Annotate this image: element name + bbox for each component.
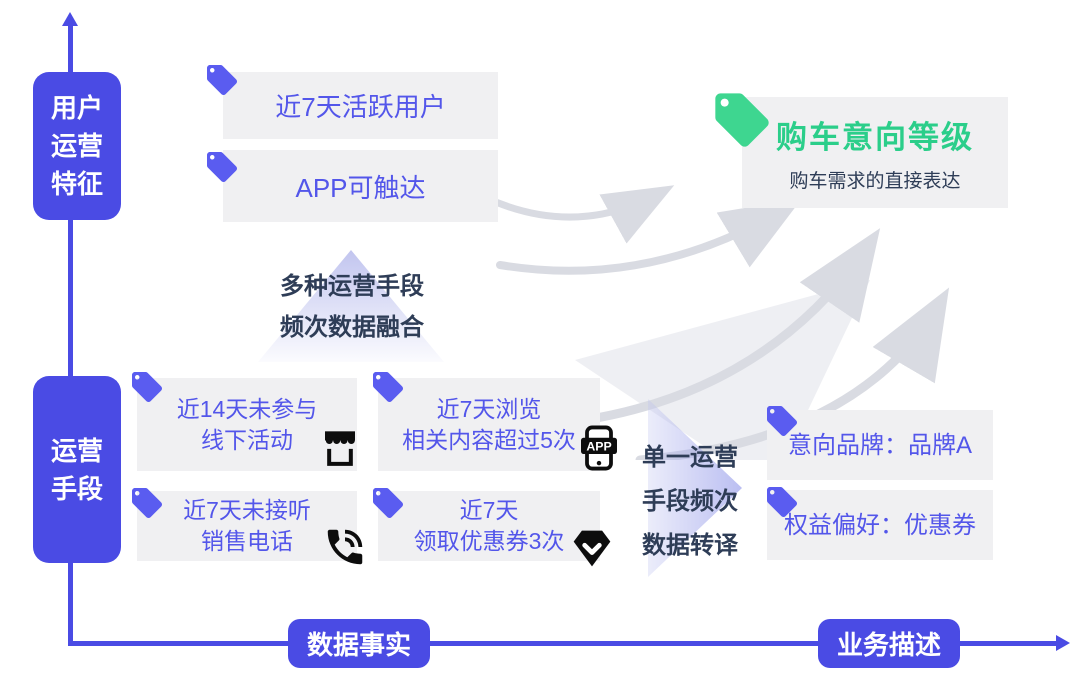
feature-box-missed-calls: 近7天未接听 销售电话 <box>137 491 357 561</box>
x-axis-line <box>68 641 1060 646</box>
feature-label-line: 销售电话 <box>201 528 293 554</box>
feature-label-line: 近14天未参与 <box>176 395 318 422</box>
x-axis-label-data-facts: 数据事实 <box>288 619 430 668</box>
y-axis-label-user-features: 用户 运营 特征 <box>33 72 121 220</box>
feature-label-line: 相关内容超过5次 <box>402 426 576 453</box>
result-subtitle: 购车需求的直接表达 <box>789 171 961 192</box>
feature-label: 意向品牌：品牌A <box>787 431 972 459</box>
label-line: 运营 <box>50 131 103 161</box>
swoosh-arrow-2 <box>496 198 802 275</box>
storefront-icon <box>325 431 355 466</box>
note-line: 数据转译 <box>642 532 738 559</box>
label-line: 特征 <box>50 169 103 199</box>
feature-box-intent-brand: 意向品牌：品牌A <box>767 410 993 480</box>
note-line: 多种运营手段 <box>280 273 424 300</box>
y-axis-label-operation-means: 运营 手段 <box>33 376 121 563</box>
label-line: 用户 <box>50 93 103 123</box>
feature-label: APP可触达 <box>295 172 426 203</box>
phone-icon <box>327 529 363 565</box>
tag-icon <box>132 488 162 518</box>
app-icon: APP <box>581 425 617 471</box>
feature-label-line: 近7天浏览 <box>436 395 542 422</box>
label-line: 手段 <box>50 473 103 504</box>
tag-icon <box>767 406 797 436</box>
translate-note: 单一运营 手段频次 数据转译 <box>628 436 752 568</box>
coupon-icon <box>573 530 611 567</box>
green-tag-icon <box>715 93 769 147</box>
tag-icon <box>207 152 237 182</box>
fusion-note: 多种运营手段 频次数据融合 <box>232 266 472 348</box>
feature-box-coupons: 近7天 领取优惠券3次 <box>378 491 600 561</box>
tag-icon <box>373 488 403 518</box>
feature-box-offline-activity: 近14天未参与 线下活动 <box>137 378 357 471</box>
button-label: 数据事实 <box>306 630 411 660</box>
swoosh-arrow-3 <box>580 228 881 425</box>
tag-icon <box>767 487 797 517</box>
y-axis-line <box>68 26 73 643</box>
tag-icon <box>132 372 162 402</box>
label-line: 运营 <box>50 435 103 466</box>
note-line: 单一运营 <box>642 444 738 471</box>
feature-box-app-reachable: APP可触达 <box>223 150 498 222</box>
x-axis-arrow-icon <box>1056 635 1070 651</box>
tag-icon <box>207 65 237 95</box>
app-icon-label: APP <box>586 440 611 454</box>
feature-label: 近7天活跃用户 <box>275 92 446 122</box>
feature-label-line: 近7天 <box>459 497 519 523</box>
note-line: 频次数据融合 <box>280 314 424 341</box>
feature-label-line: 线下活动 <box>201 426 293 453</box>
y-axis-arrow-icon <box>62 12 78 26</box>
result-title: 购车意向等级 <box>776 120 974 155</box>
note-line: 手段频次 <box>642 488 738 515</box>
feature-label: 权益偏好：优惠券 <box>784 511 976 539</box>
feature-label-line: 领取优惠券3次 <box>413 528 565 554</box>
feature-box-browse-content: 近7天浏览 相关内容超过5次 <box>378 378 600 471</box>
x-axis-label-business-description: 业务描述 <box>818 619 960 668</box>
feature-box-active-users: 近7天活跃用户 <box>223 72 498 139</box>
tag-icon <box>373 372 403 402</box>
result-box-purchase-intent: 购车意向等级 购车需求的直接表达 <box>742 97 1008 208</box>
button-label: 业务描述 <box>836 630 941 660</box>
feature-label-line: 近7天未接听 <box>183 497 311 523</box>
swoosh-arrow-1 <box>478 185 675 244</box>
feature-box-benefit-preference: 权益偏好：优惠券 <box>767 490 993 560</box>
